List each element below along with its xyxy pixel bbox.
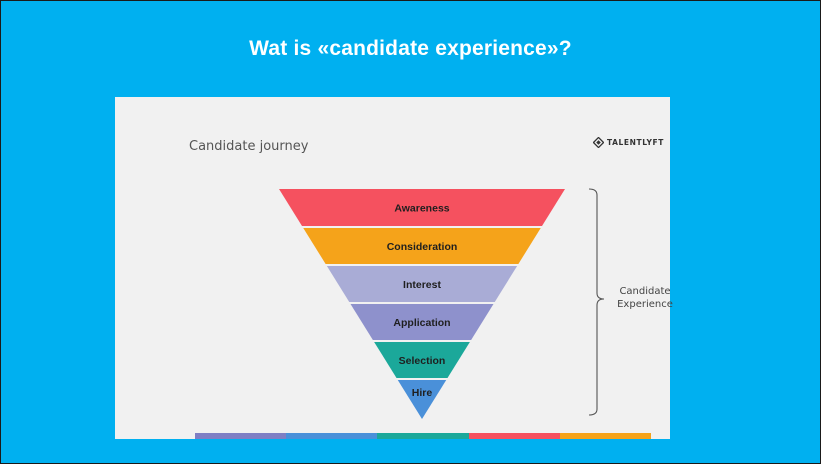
color-strip-segment: [559, 433, 652, 439]
funnel-diagram: AwarenessConsiderationInterestApplicatio…: [279, 188, 605, 419]
funnel-stage-consideration: [303, 228, 541, 264]
funnel-stage-label: Consideration: [387, 241, 458, 253]
funnel-stage-interest: [326, 266, 518, 302]
infographic-subtitle: Candidate journey: [189, 139, 309, 154]
funnel-stage-label: Application: [393, 317, 450, 329]
funnel-stage-application: [350, 304, 494, 340]
funnel-stage-selection: [374, 342, 470, 378]
brand-name: TALENTLYFT: [607, 138, 664, 147]
color-strip-segment: [468, 433, 560, 439]
diamond-logo-icon: [593, 137, 604, 148]
experience-label: Candidate Experience: [615, 285, 675, 311]
funnel-stage-label: Selection: [399, 355, 446, 367]
color-strip: [195, 433, 652, 439]
slide-title: Wat is «candidate experience»?: [249, 37, 572, 60]
funnel-stage-label: Interest: [403, 279, 441, 291]
funnel-stage-label: Awareness: [394, 203, 449, 215]
color-strip-segment: [377, 433, 469, 439]
experience-label-line2: Experience: [617, 299, 673, 310]
funnel-stage-awareness: [279, 189, 565, 226]
funnel-layers: AwarenessConsiderationInterestApplicatio…: [279, 189, 565, 419]
color-strip-segment: [286, 433, 378, 439]
experience-bracket: [588, 188, 605, 416]
funnel-stage-label: Hire: [412, 387, 433, 399]
experience-label-line1: Candidate: [619, 286, 671, 297]
funnel-stage-hire: [397, 380, 447, 419]
brand-logo: TALENTLYFT: [593, 137, 664, 148]
color-strip-segment: [195, 433, 287, 439]
